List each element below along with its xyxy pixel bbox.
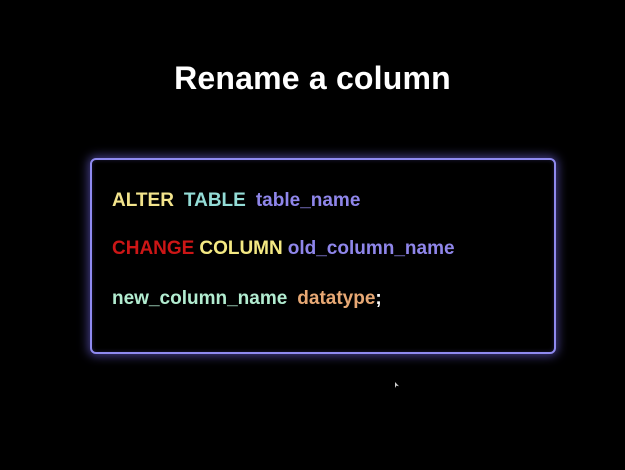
code-line-3: new_column_name datatype;: [112, 288, 382, 310]
code-line-1: ALTER TABLE table_name: [112, 190, 360, 212]
slide-title: Rename a column: [174, 60, 451, 96]
type-datatype: datatype: [297, 288, 376, 309]
keyword-alter: ALTER: [112, 190, 174, 211]
mouse-pointer-icon: [395, 382, 399, 388]
statement-terminator: ;: [375, 288, 382, 309]
identifier-new-column-name: new_column_name: [112, 288, 288, 309]
identifier-table-name: table_name: [255, 190, 361, 211]
keyword-table: TABLE: [183, 190, 246, 211]
keyword-column: COLUMN: [199, 238, 283, 259]
identifier-old-column-name: old_column_name: [287, 238, 455, 259]
keyword-change: CHANGE: [112, 238, 195, 259]
